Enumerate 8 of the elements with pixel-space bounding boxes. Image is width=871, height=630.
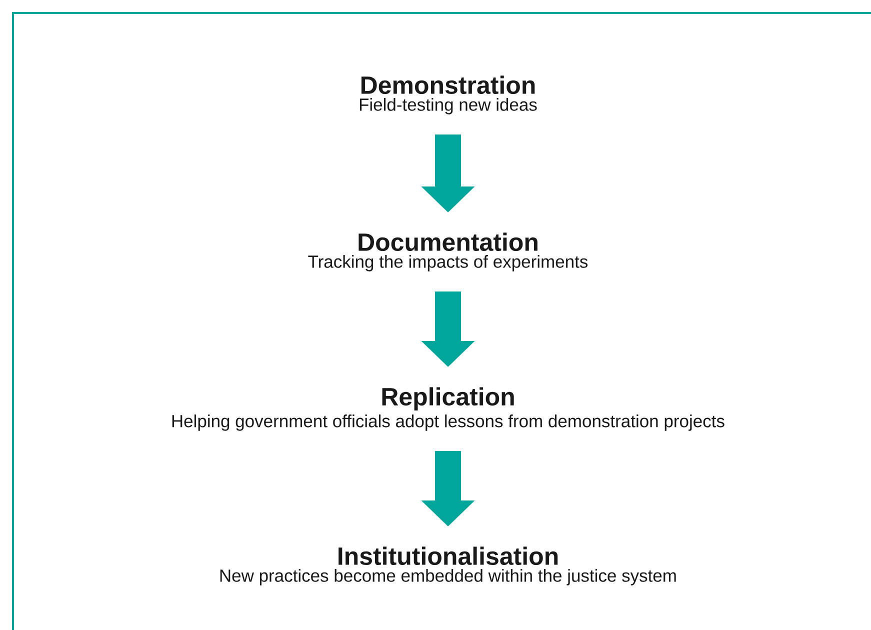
step-description: Field-testing new ideas <box>360 98 537 114</box>
step-description: Helping government officials adopt lessons from demonstration projects <box>172 414 724 431</box>
step-heading: Documentation <box>358 232 538 252</box>
step-description: Tracking the impacts of experiments <box>308 255 588 272</box>
step-description: New practices become embedded within the justice system <box>220 569 676 586</box>
step-heading: Replication <box>382 387 514 410</box>
step-heading: Institutionalisation <box>338 546 558 566</box>
step-heading: Demonstration <box>361 76 535 94</box>
